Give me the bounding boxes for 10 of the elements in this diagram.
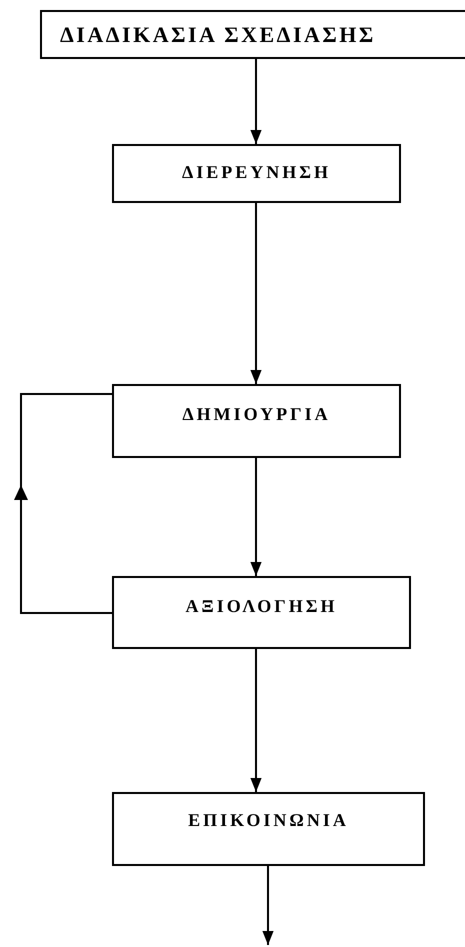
step-label: ΔΙΕΡΕΥΝΗΣΗ [182,162,332,183]
step-label: ΕΠΙΚΟΙΝΩΝΙΑ [188,810,349,831]
process-box [112,576,411,649]
title-box [40,10,465,59]
step-label: ΔΗΜΙΟΥΡΓΙΑ [182,404,331,425]
process-box [112,384,401,458]
step-label: ΔΙΑΔΙΚΑΣΙΑ ΣΧΕΔΙΑΣΗΣ [60,22,376,48]
process-box [112,792,425,866]
step-label: ΑΞΙΟΛΟΓΗΣΗ [186,596,338,617]
process-box [112,144,401,203]
